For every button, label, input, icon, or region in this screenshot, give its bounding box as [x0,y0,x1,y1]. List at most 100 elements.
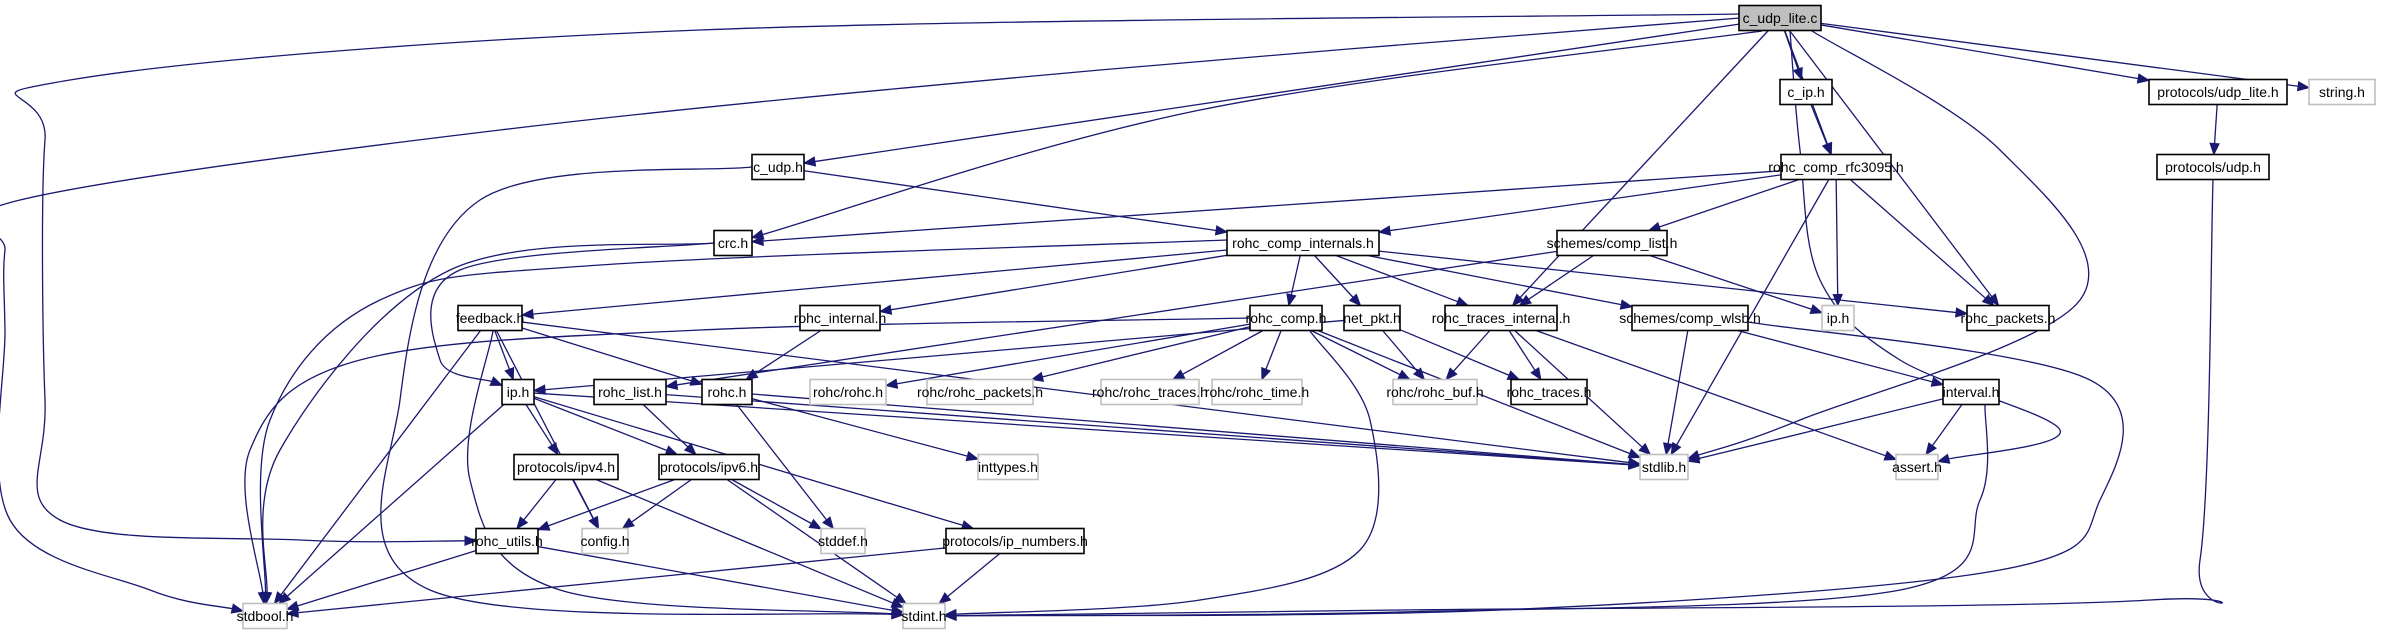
arrowhead-icon [1619,299,1634,310]
arrowhead-icon [536,520,551,531]
edge-c-udp-lite-c-to-crc-h [750,30,1763,240]
node-label: assert.h [1892,459,1942,475]
arrowhead-icon [1686,453,1701,464]
node-c-ip-h[interactable]: c_ip.h [1779,78,1833,106]
edge-line [1180,329,1264,376]
arrowhead-icon [588,515,600,530]
node-crc-h[interactable]: crc.h [713,229,753,257]
node-inttypes-h: inttypes.h [977,453,1039,481]
arrowhead-icon [1286,293,1297,307]
node-rohc-utils-h[interactable]: rohc_utils.h [471,527,543,555]
edge-rohc-comp-rfc3095-h-to-rohc-packets-h [1849,179,1995,307]
node-label: stdbool.h [237,608,294,624]
arrowhead-icon [878,304,893,315]
node-box [1895,453,1939,481]
node-box [1510,378,1588,406]
edge-line [1667,330,1689,446]
arrowhead-icon [1030,371,1045,382]
edge-protocols-ipv6-h-to-config-h [621,478,692,530]
edge-line [736,404,829,522]
node-interval-h[interactable]: interval.h [1942,378,2000,406]
node-schemes-comp-list-h[interactable]: schemes/comp_list.h [1547,229,1678,257]
node-protocols-ipv6-h[interactable]: protocols/ipv6.h [658,453,760,481]
node-box [658,453,760,481]
node-box [1226,229,1380,257]
edge-line [1451,330,1491,374]
node-label: rohc_internal.h [794,310,887,326]
arrowhead-icon [516,516,529,530]
node-box [1100,378,1200,406]
node-rohc-rohc-packets-h: rohc/rohc_packets.h [917,378,1043,406]
node-label: rohc/rohc.h [813,384,883,400]
edge-schemes-comp-list-h-to-rohc-list-h [664,250,1558,390]
edge-line [1696,398,1944,460]
node-rohc-comp-internals-h[interactable]: rohc_comp_internals.h [1226,229,1380,257]
node-label: rohc_comp_internals.h [1232,235,1374,251]
edge-line [1382,330,1420,374]
edge-rohc-traces-internal-h-to-rohc-traces-h [1508,330,1542,381]
node-protocols-udp-h[interactable]: protocols/udp.h [2156,153,2270,181]
node-label: protocols/ipv6.h [660,459,758,475]
edge-line [2213,104,2218,146]
edge-c-udp-h-to-rohc-comp-internals-h [803,170,1229,236]
node-box [1966,304,2050,332]
edge-rohc-internal-h-to-rohc-h [744,329,822,381]
edge-line [760,170,1782,242]
arrowhead-icon [802,156,817,167]
arrowhead-icon [1981,293,1995,307]
node-box [820,527,866,555]
node-label: c_udp.h [753,159,803,175]
arrowhead-icon [1518,294,1532,307]
node-label: rohc/rohc_traces.h [1092,384,1208,400]
node-box [926,378,1034,406]
node-net-pkt-h[interactable]: net_pkt.h [1343,304,1401,332]
arrowhead-icon [1455,296,1470,307]
node-protocols-ip-numbers-h[interactable]: protocols/ip_numbers.h [942,527,1088,555]
node-schemes-comp-wlsb-h[interactable]: schemes/comp_wlsb.h [1619,304,1761,332]
edge-line [595,478,895,605]
node-box [1556,229,1668,257]
node-label: rohc_comp.h [1246,310,1327,326]
node-rohc-internal-h[interactable]: rohc_internal.h [794,304,887,332]
arrowhead-icon [1511,293,1525,307]
node-protocols-ipv4-h[interactable]: protocols/ipv4.h [513,453,619,481]
arrowhead-icon [285,607,299,618]
edge-line [953,330,1380,615]
node-rohc-packets-h[interactable]: rohc_packets.h [1961,304,2056,332]
edge-line [1696,30,2090,457]
edge-rohc-comp-rfc3095-h-to-schemes-comp-list-h [1647,178,1800,232]
node-protocols-udp-lite-h[interactable]: protocols/udp_lite.h [2148,78,2288,106]
node-c-udp-h[interactable]: c_udp.h [751,153,805,181]
arrowhead-icon [750,235,764,247]
node-c-udp-lite-c[interactable]: c_udp_lite.c [1738,4,1822,32]
arrowhead-icon [664,379,679,390]
node-feedback-h[interactable]: feedback.h [456,304,525,332]
edge-ip-h-to-stdbool-h [278,404,505,605]
node-rohc-rohc-traces-h: rohc/rohc_traces.h [1092,378,1208,406]
node-rohc-traces-internal-h[interactable]: rohc_traces_internal.h [1432,304,1571,332]
arrowhead-icon [2136,73,2151,84]
arrowhead-icon [943,610,957,621]
node-rohc-comp-h[interactable]: rohc_comp.h [1246,304,1327,332]
node-ip-h[interactable]: ip.h [501,378,535,406]
node-label: rohc_traces_internal.h [1432,310,1571,326]
node-rohc-list-h[interactable]: rohc_list.h [593,378,667,406]
edge-line [285,404,505,599]
edge-rohc-h-to-inttypes-h [751,398,980,462]
edge-rohc-comp-h-to-rohc-rohc-traces-h [1171,329,1264,381]
node-label: c_udp_lite.c [1743,10,1818,26]
node-label: net_pkt.h [1343,310,1401,326]
node-label: rohc/rohc_time.h [1205,384,1309,400]
edge-line [674,250,1558,386]
arrowhead-icon [1662,442,1674,456]
arrowhead-icon [621,517,635,530]
node-label: crc.h [718,235,748,251]
edge-feedback-h-to-stdbool-h [273,330,482,605]
edge-feedback-h-to-rohc-h [521,327,704,386]
node-rohc-traces-h[interactable]: rohc_traces.h [1507,378,1592,406]
node-label: stdlib.h [1642,459,1686,475]
edge-line [1399,329,1512,377]
edge-c-udp-lite-c-to-c-udp-h [802,23,1740,167]
node-rohc-h[interactable]: rohc.h [701,378,753,406]
node-rohc-comp-rfc3095-h[interactable]: rohc_comp_rfc3095.h [1768,153,1904,181]
